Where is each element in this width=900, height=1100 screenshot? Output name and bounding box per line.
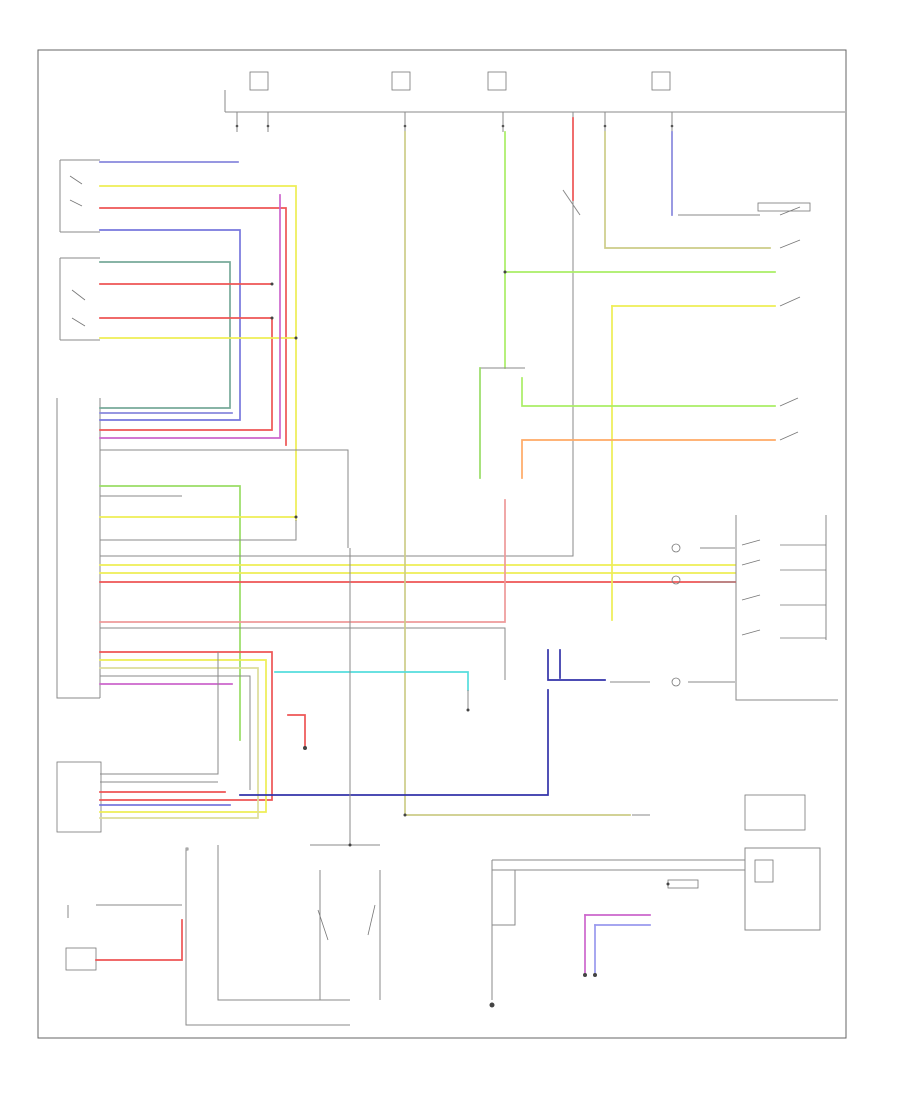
engine-control-module [56,398,101,699]
connector-dots [270,270,670,1008]
stop-light-switch-symbols [757,202,811,441]
power-rail [224,71,845,132]
wire-group-sensor [99,652,231,806]
wire-group-actuator [99,161,297,521]
cruise-control-switch [700,515,838,701]
accelerator-pedal-sensor [59,257,100,341]
wire-group-misc [239,131,735,845]
combination-meter [491,794,821,1000]
pull-connectors [671,543,681,687]
wire-group-bottom-left [95,714,306,961]
electronic-throttle-sensor [56,761,102,833]
wire-group-stop-clutch [479,117,776,621]
accelerator-switch-block [65,905,97,971]
ecm-connector-rows [99,132,736,819]
electronic-throttle-actuator [59,159,100,233]
neutral-inhibitor-switches [185,844,381,1026]
diagram-frame [37,49,847,1039]
wire-group-pedal [99,194,297,439]
